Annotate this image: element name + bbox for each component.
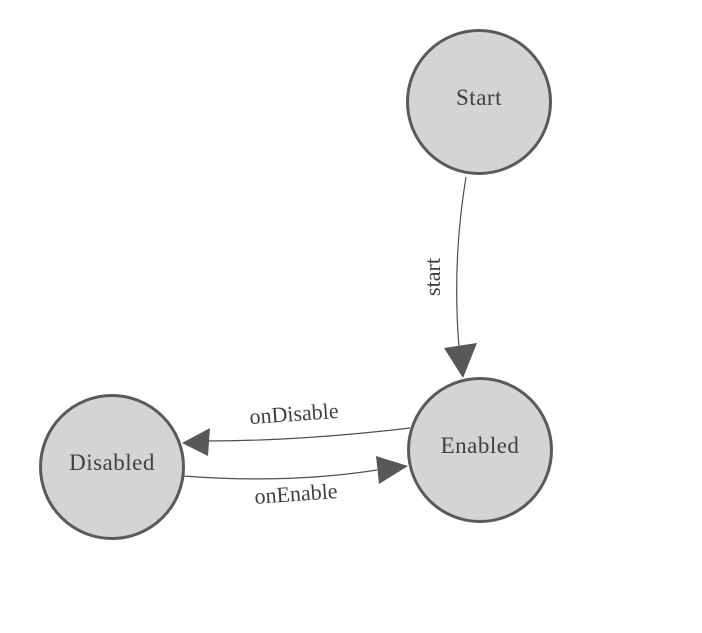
state-node-enabled-label: Enabled bbox=[440, 433, 520, 458]
edge-label-start: start bbox=[420, 258, 445, 296]
edge-disabled-to-enabled bbox=[182, 469, 378, 480]
edge-start-to-enabled bbox=[456, 176, 467, 348]
edge-enabled-to-disabled bbox=[205, 427, 411, 442]
state-node-start[interactable]: Start bbox=[406, 29, 552, 175]
arrowhead-enabled-to-disabled bbox=[182, 428, 210, 456]
arrowhead-start-to-enabled bbox=[444, 343, 477, 378]
arrowhead-disabled-to-enabled bbox=[376, 456, 408, 484]
state-node-disabled-label: Disabled bbox=[69, 450, 155, 475]
state-node-disabled[interactable]: Disabled bbox=[39, 394, 185, 540]
state-node-enabled[interactable]: Enabled bbox=[407, 377, 553, 523]
state-node-start-label: Start bbox=[456, 85, 502, 110]
